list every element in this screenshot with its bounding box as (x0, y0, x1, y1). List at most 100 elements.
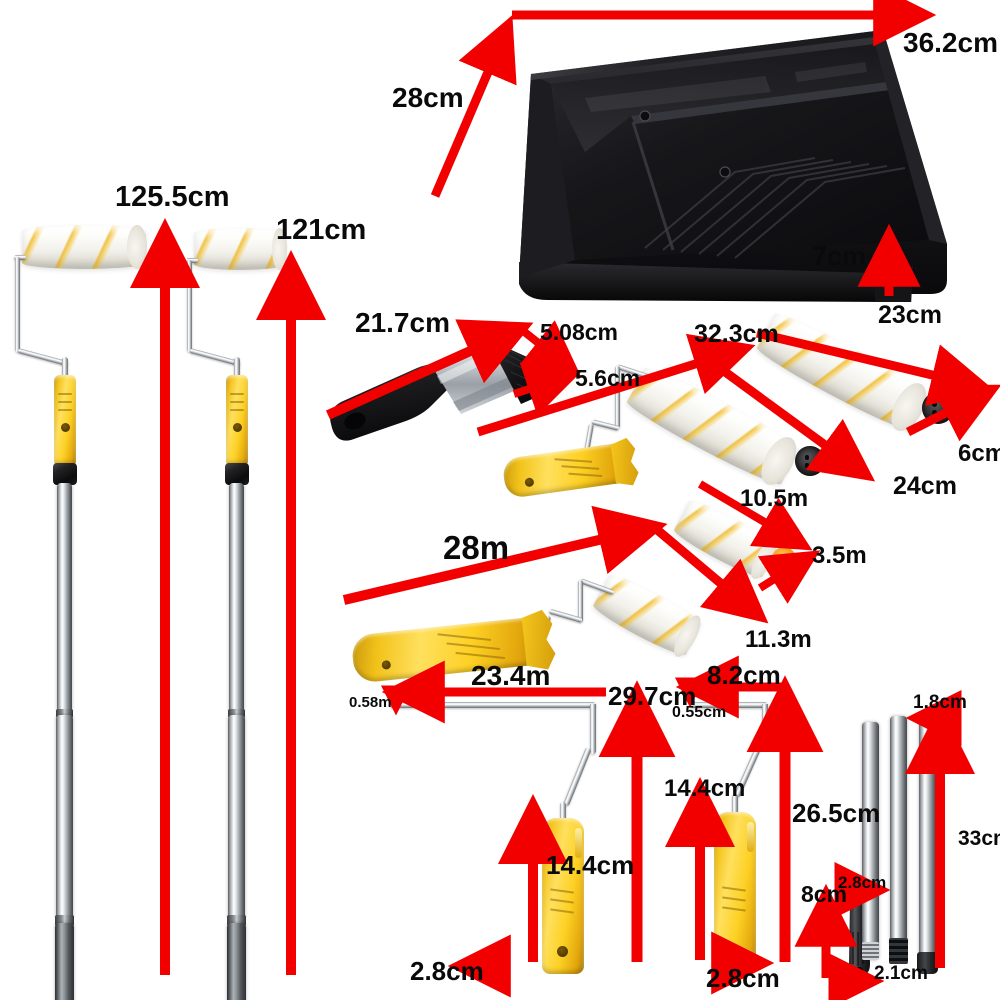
grip-hanging-hole (381, 659, 392, 670)
grip-rib (554, 458, 593, 463)
paint-tray-shape (519, 30, 947, 311)
frame-wire-horizontal (14, 255, 26, 260)
label-3-5m: 3.5m (812, 542, 867, 569)
grip-rib (230, 393, 244, 395)
grip-seam (747, 822, 754, 852)
label-33cm: 33cm (958, 827, 1000, 850)
long-roller-assembly-left (0, 215, 160, 1000)
grip-rib (455, 651, 506, 660)
label-24cm: 24cm (893, 472, 957, 500)
pole-joint (228, 709, 245, 718)
grip-flange (610, 437, 640, 488)
label-28m: 28m (443, 529, 510, 566)
roller-grip (542, 818, 584, 974)
extension-poles (862, 710, 954, 980)
frame-wire-vertical (762, 704, 768, 748)
grip-rib (58, 393, 72, 395)
cap-hole (932, 409, 938, 416)
label-1-8cm: 1.8cm (913, 692, 967, 713)
label-8cm: 8cm (801, 881, 848, 907)
label-8-2cm: 8.2cm (707, 660, 781, 690)
label-11-3m: 11.3m (745, 626, 812, 653)
extension-pole-upper (57, 483, 72, 713)
roller-frame-large (390, 690, 690, 980)
grip-rib (58, 401, 72, 403)
pole-joint (227, 915, 246, 926)
roller-grip (501, 442, 629, 500)
grip-hanging-hole (729, 944, 740, 955)
frame-wire-vertical (187, 260, 192, 352)
frame-wire-vertical (590, 704, 596, 754)
label-32-3cm: 32.3cm (694, 320, 779, 348)
grip-rib (446, 642, 501, 651)
roller-grip (226, 375, 248, 465)
grip-rib (437, 633, 492, 641)
grip-rib (721, 886, 747, 892)
pole-section-3 (919, 720, 936, 958)
grip-hanging-hole (524, 477, 535, 488)
extension-pole-lower (227, 923, 246, 1000)
pole-thread-1 (862, 942, 879, 960)
roller-sleeve (194, 228, 287, 270)
pole-section-3-cap (917, 952, 938, 974)
grip-rib (230, 409, 244, 411)
grip-rib (568, 472, 603, 478)
label-23cm: 23cm (878, 301, 942, 329)
grip-rib (721, 906, 747, 912)
long-roller-assembly-right (176, 220, 326, 1000)
grip-rib (561, 465, 600, 470)
frame-wire-vertical (578, 580, 583, 622)
label-6cm: 6cm (958, 440, 1000, 467)
label-14-4cm-left: 14.4cm (546, 850, 635, 880)
label-0-55cm: 0.55cm (672, 704, 727, 721)
sleeve-end-cap-orange (772, 547, 796, 571)
frame-wire-diagonal (562, 746, 592, 807)
pole-joint (56, 709, 73, 718)
label-2-8cm-left: 2.8cm (410, 956, 484, 986)
label-5-6cm: 5.6cm (575, 365, 641, 391)
label-0-58m: 0.58m (349, 694, 392, 711)
grip-rib (721, 896, 747, 902)
sleeve-end-cap (922, 392, 954, 424)
roller-sleeve (22, 225, 148, 269)
grip-hanging-hole (61, 423, 70, 432)
pole-section-1 (862, 722, 879, 960)
label-14-4cm-right: 14.4cm (664, 775, 746, 802)
extension-pole-mid (228, 715, 245, 920)
roller-grip (54, 375, 76, 465)
roller-grip (714, 812, 756, 974)
label-125-5cm: 125.5cm (115, 181, 230, 213)
grip-collar (53, 463, 77, 485)
paint-tray (435, 12, 975, 311)
grip-rib (549, 888, 575, 894)
pole-thread-2 (889, 938, 908, 964)
frame-wire-stem (234, 357, 240, 389)
extension-pole-mid (56, 715, 73, 920)
label-10-5m: 10.5m (740, 485, 809, 512)
pole-section-2 (890, 716, 907, 946)
label-121cm: 121cm (276, 214, 367, 246)
cap-hole (779, 554, 789, 564)
label-5-08cm: 5.08cm (540, 319, 619, 345)
pole-joint (55, 915, 74, 926)
grip-rib (549, 898, 575, 904)
label-21-7cm: 21.7cm (355, 307, 450, 338)
label-2-8cm-right: 2.8cm (706, 963, 780, 993)
label-29-7cm: 29.7cm (608, 681, 697, 711)
label-23-4m: 23.4m (471, 660, 551, 691)
cap-hole (932, 401, 938, 407)
label-28cm: 28cm (392, 82, 464, 113)
grip-hanging-hole (233, 423, 242, 432)
label-36-2cm: 36.2cm (903, 27, 998, 58)
extension-pole-lower (55, 923, 74, 1000)
grip-rib (549, 908, 575, 914)
frame-wire-stem (62, 357, 68, 389)
grip-rib (230, 401, 244, 403)
grip-rib (58, 409, 72, 411)
label-26-5cm: 26.5cm (792, 798, 881, 828)
grip-seam (575, 828, 582, 858)
grip-hanging-hole (557, 946, 568, 957)
grip-collar (225, 463, 249, 485)
frame-wire-long-arm (390, 702, 596, 708)
